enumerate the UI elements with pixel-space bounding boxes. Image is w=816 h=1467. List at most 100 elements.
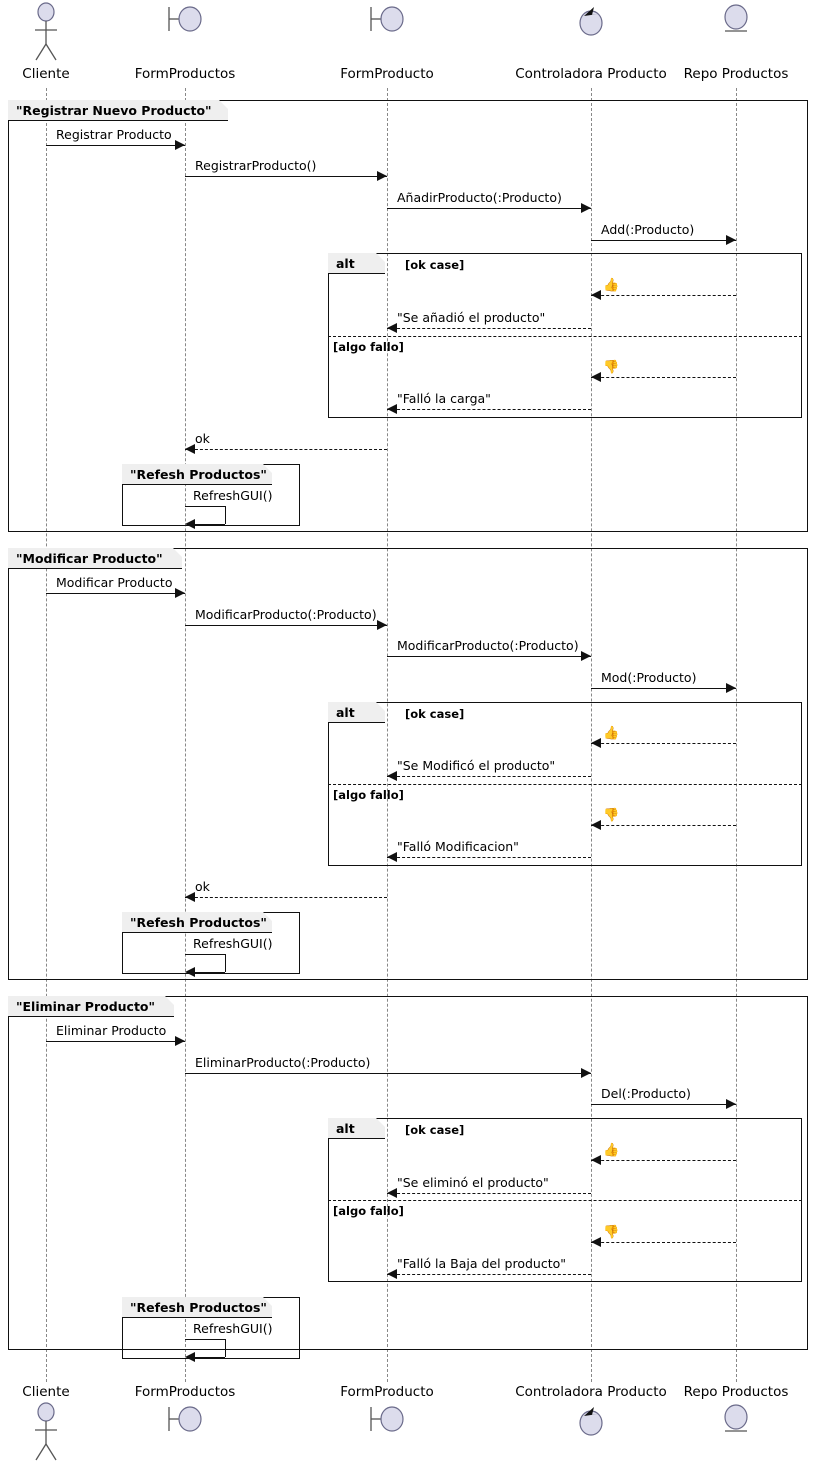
self-message-line-bottom-m20 <box>193 972 225 973</box>
message-line-m13 <box>387 656 591 657</box>
message-label-m06: "Se añadió el producto" <box>397 310 546 325</box>
participant-foot-label-repo: Repo Productos <box>683 1384 789 1400</box>
message-arrowhead-m16 <box>387 771 397 781</box>
self-message-label-m28: RefreshGUI() <box>193 1321 273 1336</box>
fragment-guard-alt2-0: [ok case] <box>405 707 465 721</box>
self-message-line-top-m28 <box>185 1339 225 1340</box>
participant-foot-label-controladora: Controladora Producto <box>515 1384 667 1400</box>
entity-circle-icon <box>724 4 748 32</box>
message-arrowhead-m15 <box>591 738 601 748</box>
fragment-guard-alt2-1: [algo fallo] <box>333 788 404 802</box>
message-glyph-thumbs-up-icon-m24: 👍 <box>603 1143 620 1158</box>
message-line-m17 <box>591 825 736 826</box>
message-line-m08 <box>387 409 591 410</box>
fragment-label-registrar: "Registrar Nuevo Producto" <box>8 100 228 121</box>
self-message-line-bottom-m10 <box>193 524 225 525</box>
message-label-m08: "Falló la carga" <box>397 391 491 406</box>
participant-label-repo: Repo Productos <box>683 66 789 82</box>
message-glyph-thumbs-down-icon-m17: 👎 <box>603 808 620 823</box>
message-line-m21 <box>46 1041 185 1042</box>
fragment-alt1 <box>328 253 802 418</box>
participant-foot-icon-controladora <box>561 1402 621 1438</box>
boundary-circle-icon <box>370 1406 404 1432</box>
message-label-m18: "Falló Modificacion" <box>397 839 519 854</box>
participant-head-icon-formproducto <box>357 2 417 36</box>
lifeline-controladora <box>591 88 592 1382</box>
fragment-registrar <box>8 100 808 532</box>
message-label-m04: Add(:Producto) <box>601 222 695 237</box>
message-glyph-thumbs-up-icon-m05: 👍 <box>603 278 620 293</box>
message-line-m14 <box>591 688 736 689</box>
fragment-label-refresh1: "Refesh Productos" <box>122 464 272 485</box>
participant-head-icon-controladora <box>561 2 621 38</box>
lifeline-formproductos <box>185 88 186 1382</box>
message-label-m13: ModificarProducto(:Producto) <box>397 638 579 653</box>
message-arrowhead-m27 <box>387 1269 397 1279</box>
fragment-guard-alt1-0: [ok case] <box>405 258 465 272</box>
message-line-m24 <box>591 1160 736 1161</box>
message-label-m21: Eliminar Producto <box>56 1023 167 1038</box>
self-message-label-m10: RefreshGUI() <box>193 488 273 503</box>
fragment-guard-alt1-1: [algo fallo] <box>333 340 404 354</box>
message-arrowhead-m03 <box>581 203 591 213</box>
participant-foot-icon-repo <box>706 1402 766 1438</box>
message-label-m03: AñadirProducto(:Producto) <box>397 190 562 205</box>
fragment-guard-alt3-0: [ok case] <box>405 1123 465 1137</box>
message-line-m16 <box>387 776 591 777</box>
message-line-m22 <box>185 1073 591 1074</box>
self-message-line-right-m20 <box>225 954 226 972</box>
message-arrowhead-m23 <box>726 1099 736 1109</box>
participant-foot-icon-cliente <box>16 1402 76 1462</box>
fragment-label-alt2: alt <box>328 702 385 723</box>
message-label-m22: EliminarProducto(:Producto) <box>195 1055 371 1070</box>
message-arrowhead-m04 <box>726 235 736 245</box>
fragment-label-eliminar: "Eliminar Producto" <box>8 996 174 1017</box>
fragment-divider-alt3 <box>328 1200 802 1201</box>
participant-foot-label-formproducto: FormProducto <box>340 1384 434 1400</box>
message-line-m03 <box>387 208 591 209</box>
control-circle-icon <box>579 7 603 36</box>
message-arrowhead-m02 <box>377 171 387 181</box>
participant-foot-icon-formproductos <box>155 1402 215 1436</box>
message-arrowhead-m06 <box>387 323 397 333</box>
message-glyph-thumbs-down-icon-m26: 👎 <box>603 1225 620 1240</box>
message-arrowhead-m01 <box>175 140 185 150</box>
message-arrowhead-m18 <box>387 852 397 862</box>
participant-label-controladora: Controladora Producto <box>515 66 667 82</box>
self-message-line-bottom-m28 <box>193 1357 225 1358</box>
participant-foot-label-formproductos: FormProductos <box>134 1384 236 1400</box>
self-message-line-right-m28 <box>225 1339 226 1357</box>
message-line-m09 <box>185 449 387 450</box>
message-arrowhead-m21 <box>175 1036 185 1046</box>
lifeline-cliente <box>46 88 47 1382</box>
message-label-m16: "Se Modificó el producto" <box>397 758 556 773</box>
message-label-m11: Modificar Producto <box>56 575 173 590</box>
fragment-label-refresh3: "Refesh Productos" <box>122 1297 272 1318</box>
fragment-label-modificar: "Modificar Producto" <box>8 548 182 569</box>
message-line-m11 <box>46 593 185 594</box>
message-glyph-thumbs-up-icon-m15: 👍 <box>603 726 620 741</box>
message-arrowhead-m22 <box>581 1068 591 1078</box>
self-message-line-top-m10 <box>185 506 225 507</box>
self-message-arrowhead-m28 <box>185 1352 195 1362</box>
message-arrowhead-m07 <box>591 372 601 382</box>
participant-foot-icon-formproducto <box>357 1402 417 1436</box>
message-arrowhead-m26 <box>591 1237 601 1247</box>
message-label-m19: ok <box>195 879 210 894</box>
message-label-m09: ok <box>195 431 210 446</box>
participant-label-formproductos: FormProductos <box>134 66 236 82</box>
message-label-m25: "Se eliminó el producto" <box>397 1175 549 1190</box>
lifeline-repo <box>736 88 737 1382</box>
message-arrowhead-m11 <box>175 588 185 598</box>
message-arrowhead-m05 <box>591 290 601 300</box>
fragment-label-alt3: alt <box>328 1118 385 1139</box>
boundary-circle-icon <box>370 6 404 32</box>
message-arrowhead-m09 <box>185 444 195 454</box>
message-line-m26 <box>591 1242 736 1243</box>
message-arrowhead-m08 <box>387 404 397 414</box>
participant-foot-label-cliente: Cliente <box>22 1384 70 1400</box>
message-line-m07 <box>591 377 736 378</box>
message-line-m18 <box>387 857 591 858</box>
fragment-guard-alt3-1: [algo fallo] <box>333 1204 404 1218</box>
control-circle-icon <box>579 1407 603 1436</box>
